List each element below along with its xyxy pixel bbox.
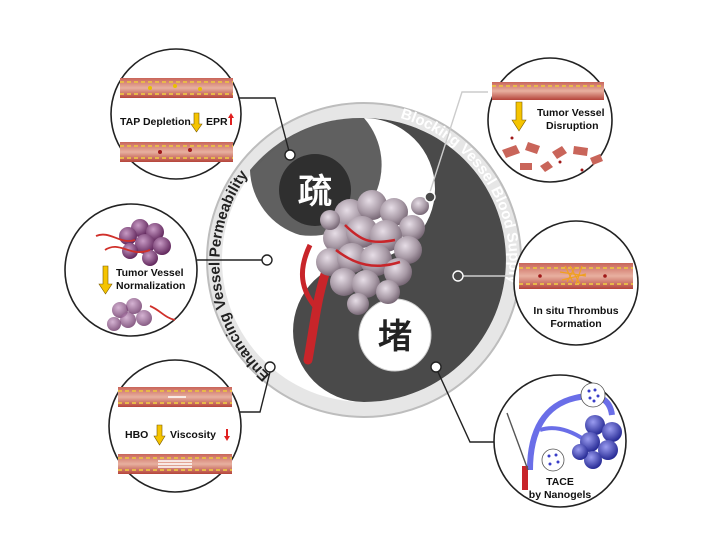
- purple-tumor-top: [95, 219, 171, 266]
- blue-tumor: [572, 415, 622, 469]
- tumor-spheres: [316, 190, 429, 315]
- yang-character: 堵: [378, 317, 412, 357]
- viscosity-label: Viscosity: [170, 429, 216, 441]
- panel-thrombus: In situ Thrombus Formation: [513, 220, 639, 346]
- vessel-fragments: [502, 142, 603, 172]
- panel-hbo: HBO Viscosity: [108, 359, 242, 493]
- connector-tace: [437, 371, 495, 443]
- panel-tace: TACE by Nanogels: [493, 374, 627, 508]
- vessel-top: [492, 82, 604, 100]
- down-arrow-icon: [511, 101, 527, 132]
- up-arrow-red-icon: [228, 113, 234, 125]
- panel-normalization: Tumor Vessel Normalization: [64, 203, 198, 337]
- thrombus-label-2: Formation: [550, 318, 601, 330]
- disruption-label-1: Tumor Vessel: [537, 107, 605, 119]
- central-tumor: [299, 190, 429, 365]
- nanogel-inset-top: [580, 382, 606, 408]
- connector-hbo: [238, 371, 271, 413]
- down-arrow-icon: [190, 112, 203, 133]
- tap-depletion-label: TAP Depletion: [120, 116, 191, 128]
- yin-dot: [279, 154, 351, 226]
- disruption-label-2: Disruption: [546, 120, 599, 132]
- connector-disruption: [429, 91, 488, 193]
- nanogel-inset-bottom: [541, 448, 565, 472]
- yin-character: 疏: [298, 172, 332, 212]
- normalization-label-1: Tumor Vessel: [116, 267, 184, 279]
- epr-label: EPR: [206, 116, 228, 128]
- connector-tap: [234, 97, 291, 156]
- panel-disruption: Tumor Vessel Disruption: [487, 57, 613, 183]
- catheter: [506, 412, 529, 471]
- normalization-label-2: Normalization: [116, 280, 185, 292]
- tace-label-1: TACE: [546, 476, 574, 488]
- down-arrow-icon: [98, 265, 113, 295]
- down-arrow-icon: [153, 424, 166, 446]
- thrombus-label-1: In situ Thrombus: [533, 305, 618, 317]
- down-arrow-red-icon: [224, 429, 230, 441]
- thrombus-clot: [559, 265, 587, 285]
- tace-label-2: by Nanogels: [529, 489, 592, 501]
- hbo-label: HBO: [125, 429, 148, 441]
- connectors: [197, 91, 515, 443]
- panel-tap-depletion: TAP Depletion EPR: [110, 48, 242, 180]
- purple-tumor-bottom: [107, 298, 176, 331]
